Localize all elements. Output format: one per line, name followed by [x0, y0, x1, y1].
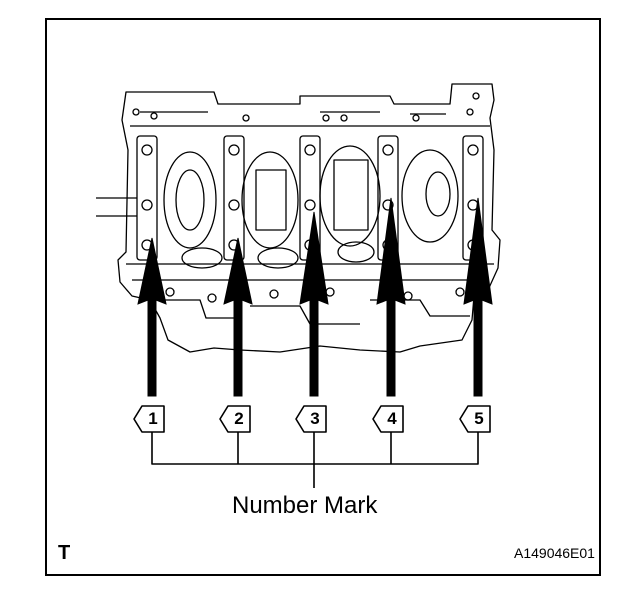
counterweight-1	[163, 151, 217, 249]
callout-label-5: 5	[474, 409, 484, 428]
counterweight-2	[241, 151, 299, 249]
callout-bracket	[151, 430, 479, 488]
badge-4	[372, 405, 404, 433]
arrow-1	[137, 237, 167, 397]
block-outline	[117, 83, 501, 353]
callout-label-3: 3	[310, 409, 320, 428]
corner-letter: T	[58, 542, 71, 564]
badge-2	[219, 405, 251, 433]
arrow-2	[223, 237, 253, 397]
arrow-5	[463, 197, 493, 397]
counterweight-4	[401, 149, 459, 243]
figure-frame	[45, 18, 601, 576]
arrow-3	[299, 211, 329, 397]
number-mark-caption: Number Mark	[232, 492, 378, 519]
callout-label-1: 1	[148, 409, 158, 428]
callout-label-2: 2	[234, 409, 244, 428]
badge-1	[133, 405, 165, 433]
arrow-4	[376, 197, 406, 397]
badge-5	[459, 405, 491, 433]
callout-arrows	[137, 197, 493, 397]
reference-code: A149046E01	[514, 545, 595, 561]
callout-label-4: 4	[387, 409, 397, 428]
counterweight-3	[319, 145, 381, 247]
callout-badges	[133, 405, 491, 433]
badge-3	[295, 405, 327, 433]
shaft-reference-lines	[96, 197, 137, 217]
